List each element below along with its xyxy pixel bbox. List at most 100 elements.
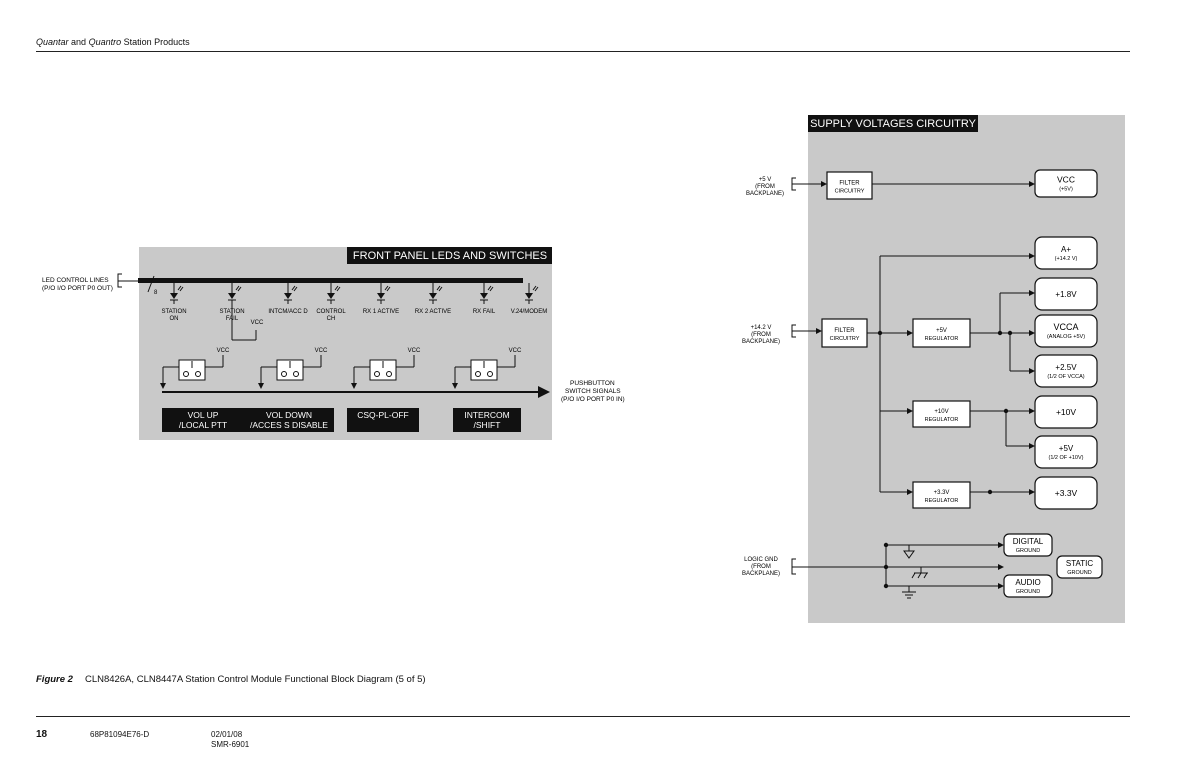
in-5v-label-1: (FROM [755,184,775,190]
out-aplus-label-0: A+ [1061,245,1071,254]
in-gnd-label-1: (FROM [751,564,771,570]
junction-dot [987,489,993,495]
filter-circuitry-1 [826,171,873,200]
junction-dot [883,583,889,589]
led-label-2: INTCM/ACC D [268,309,308,315]
vcc-label-0: VCC [217,348,230,354]
reg-3v3-label-1: REGULATOR [925,498,959,504]
gnd-digital-label-0: DIGITAL [1013,537,1044,546]
led-sublabel-3: CH [327,316,336,322]
led-diode-icon [228,293,236,299]
front-panel-section: FRONT PANEL LEDS AND SWITCHES LED CONTRO… [42,247,625,440]
led-diode-icon [284,293,292,299]
reg-10v [912,400,971,428]
pushbutton-switch-icon [178,359,206,381]
supply-title: SUPPLY VOLTAGES CIRCUITRY [810,118,977,130]
front-panel-title: FRONT PANEL LEDS AND SWITCHES [353,250,547,262]
fail-vcc-label: VCC [251,320,264,326]
out-aplus-label-1: (+14.2 V) [1055,256,1078,262]
led-input-label-1: LED CONTROL LINES [42,277,109,284]
bus-width-label: 8 [154,290,158,296]
in-14v-label-0: +14.2 V [751,325,772,331]
reg-5v-label-1: REGULATOR [925,336,959,342]
button-label-3: INTERCOM [464,410,509,420]
filter-circuitry-1-label-0: FILTER [839,181,860,187]
out-vcc-label-0: VCC [1057,175,1075,185]
in-14v-label-2: BACKPLANE) [742,339,780,345]
button-label-box-0 [162,408,244,432]
in-5v-label-2: BACKPLANE) [746,191,784,197]
gnd-audio-label-0: AUDIO [1015,578,1040,587]
out-2v5-label-0: +2.5V [1055,363,1077,372]
reg-5v-label-0: +5V [936,328,947,334]
led-label-6: RX FAIL [473,309,496,315]
in-14v-label-1: (FROM [751,332,771,338]
gnd-digital-label-1: GROUND [1016,548,1040,554]
led-diode-icon [377,293,385,299]
pushbutton-out-1: PUSHBUTTON [570,380,615,387]
out-1v8 [1034,277,1098,311]
running-header: Quantar and Quantro Station Products [36,37,190,47]
button-sublabel-0: /LOCAL PTT [179,420,227,430]
light-emission-icon [334,285,341,292]
led-label-7: V.24/MODEM [511,309,547,315]
supply-section: SUPPLY VOLTAGES CIRCUITRY +5 V(FROMBACKP… [742,115,1125,623]
gnd-audio [1003,574,1053,598]
reg-3v3 [912,481,971,509]
gnd-static-label-1: GROUND [1067,570,1091,576]
led-input-label-2: (P/O I/O PORT P0 OUT) [42,285,113,292]
reg-10v-label-1: REGULATOR [925,417,959,423]
pushbutton-out-3: (P/O I/O PORT P0 IN) [561,396,625,403]
out-vcca-label-0: VCCA [1053,322,1078,332]
led-label-0: STATION [161,309,186,315]
out-5v-label-0: +5V [1059,444,1074,453]
digital-ground-symbol-icon [903,550,915,559]
gnd-static-label-0: STATIC [1066,559,1093,568]
filter-circuitry-1-label-1: CIRCUITRY [835,189,865,195]
button-label-box-2 [347,408,419,432]
footer-rule [36,716,1130,717]
reg-3v3-label-0: +3.3V [934,490,950,496]
filter-circuitry-2-label-1: CIRCUITRY [830,336,860,342]
out-vcc [1034,169,1098,198]
led-label-3: CONTROL [316,309,346,315]
gnd-digital [1003,533,1053,557]
doc-code: SMR-6901 [211,740,250,749]
out-vcc-label-1: (+5V) [1059,187,1073,193]
in-gnd-label-0: LOGIC GND [744,557,778,563]
light-emission-icon [487,285,494,292]
out-vcca-label-1: (ANALOG +5V) [1047,334,1085,340]
light-emission-icon [235,285,242,292]
filter-circuitry-2-label-0: FILTER [834,328,855,334]
chassis-ground-symbol-icon [911,572,928,579]
audio-ground-symbol-icon [902,591,916,599]
pushbutton-switch-icon [470,359,498,381]
button-label-0: VOL UP [188,410,219,420]
out-2v5 [1034,354,1098,388]
out-3v3-label-0: +3.3V [1055,488,1078,498]
pushbutton-switch-icon [369,359,397,381]
vcc-label-1: VCC [315,348,328,354]
button-label-box-1 [244,408,334,432]
pushbutton-out-2: SWITCH SIGNALS [565,388,621,395]
doc-date: 02/01/08 [211,730,243,739]
out-1v8-label-0: +1.8V [1055,290,1077,299]
led-diode-icon [327,293,335,299]
led-sublabel-0: ON [170,316,179,322]
reg-10v-label-0: +10V [934,409,948,415]
out-vcca [1034,314,1098,348]
out-2v5-label-1: (1/2 OF VCCA) [1047,374,1084,380]
junction-dot [883,542,889,548]
led-diode-icon [525,293,533,299]
vcc-label-3: VCC [509,348,522,354]
out-5v [1034,435,1098,469]
button-sublabel-1: /ACCES S DISABLE [250,420,328,430]
out-10v-label-0: +10V [1056,407,1076,417]
doc-number: 68P81094E76-D [90,730,150,739]
reg-5v [912,318,971,348]
page-number: 18 [36,729,48,740]
header-rule [36,51,1130,52]
light-emission-icon [532,285,539,292]
